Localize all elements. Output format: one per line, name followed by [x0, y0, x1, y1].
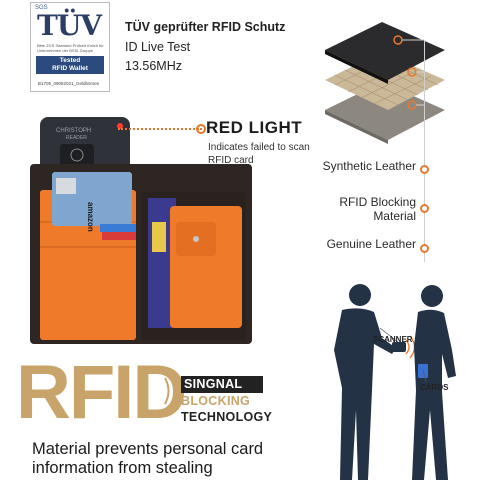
people-illustration [334, 284, 456, 480]
cards-label: CARDS [420, 383, 449, 392]
label-synthetic-leather: Synthetic Leather [322, 159, 416, 173]
label-genuine-leather: Genuine Leather [326, 237, 416, 251]
handheld-scanner [392, 342, 406, 352]
layer-marker-genuine [420, 244, 429, 253]
cert-frequency: 13.56MHz [125, 59, 182, 73]
thief-silhouette [334, 284, 396, 480]
tested-box: Tested RFID Wallet [36, 56, 104, 74]
scanner-label: SCANNER [373, 335, 413, 344]
badge-fine-print: Bitte ZGS Saarland Prüfzeit fürlich für … [37, 43, 104, 53]
label-rfid-blocking: RFID Blocking Material [339, 195, 416, 223]
blocking-label: BLOCKING [181, 394, 251, 408]
layer-marker-rfid [420, 204, 429, 213]
badge-id: B1705_09082021_Geldbörsen [38, 81, 100, 86]
layer-marker-synthetic [420, 165, 429, 174]
tuv-mark: TÜV [37, 9, 102, 42]
signal-label: SINGNAL [181, 376, 263, 393]
red-light-pointer [118, 128, 202, 130]
red-light-pointer-end [196, 124, 206, 134]
tagline-line1: Material prevents personal card [32, 440, 264, 458]
tested-line1: Tested [59, 57, 81, 64]
synthetic-leather-layer [325, 22, 445, 80]
sgs-label: SGS [35, 5, 48, 11]
genuine-leather-layer [325, 82, 445, 140]
tuv-badge: SGS TÜV Bitte ZGS Saarland Prüfzeit fürl… [30, 2, 110, 92]
scanner-sub: READER [66, 135, 87, 141]
rfid-wordmark: RFID [16, 350, 187, 435]
tagline: Material prevents personal card informat… [32, 440, 263, 478]
technology-label: TECHNOLOGY [181, 410, 273, 424]
wallet-illustration: CHRISTOPH READER amazon [30, 117, 252, 344]
signal-waves-icon [164, 371, 176, 411]
tested-line2: RFID Wallet [52, 65, 88, 72]
scanner-brand: CHRISTOPH [56, 128, 91, 134]
layer-connector-line [424, 40, 425, 262]
red-light-title: RED LIGHT [206, 118, 303, 137]
cert-test-name: ID Live Test [125, 40, 191, 54]
card-brand: amazon [86, 202, 95, 232]
cert-title: TÜV geprüfter RFID Schutz [125, 20, 286, 34]
tagline-line2: information from stealing [32, 459, 213, 477]
red-light-indicator [117, 123, 123, 129]
red-light-subtitle: Indicates failed to scan RFID card [208, 142, 310, 166]
victim-silhouette [412, 285, 456, 480]
material-layers-illustration [325, 22, 445, 144]
